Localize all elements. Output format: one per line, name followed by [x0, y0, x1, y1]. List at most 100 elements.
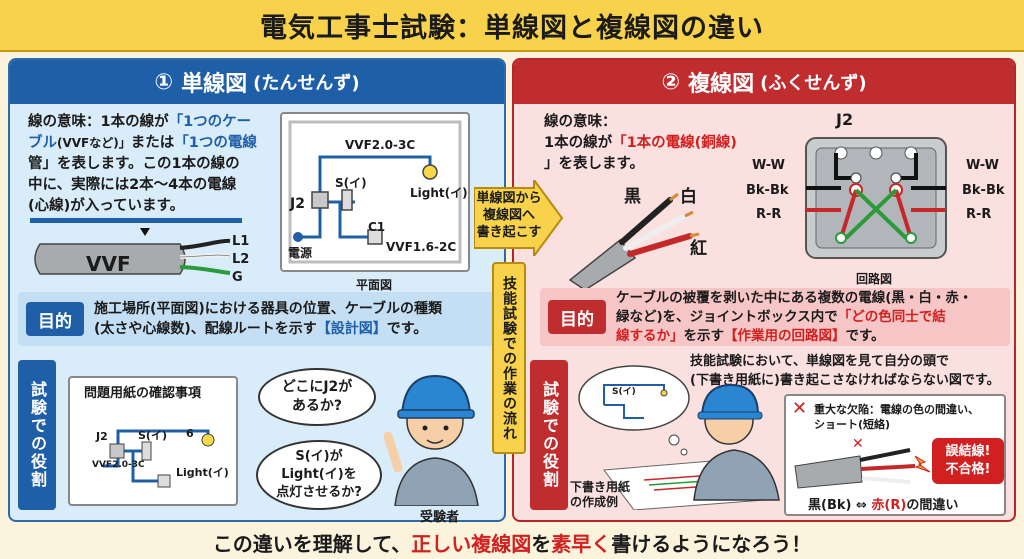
single-line-meaning: 線の意味：1本の線が「1つのケー ブル(VVFなど)」または「1つの電線 管」を… [28, 112, 278, 217]
exam-check-wiring [103, 429, 215, 488]
multi-line-header: ② 複線図 (ふくせんず) [514, 60, 1014, 104]
bubble-text: S(イ)が [295, 449, 343, 464]
purpose-highlight: 線するか」 [616, 327, 684, 344]
flow-arrow [474, 180, 564, 256]
meaning-highlight: 「1つの電線 [174, 135, 257, 151]
junction-ww-right: W-W [966, 158, 999, 173]
vvf-cable-illustration [30, 218, 242, 275]
purpose-tag: 目的 [548, 300, 606, 334]
meaning-text: 」を表します。 [544, 156, 645, 172]
single-line-purpose: 目的 施工場所(平面図)における器具の位置、ケーブルの種類 (太さや心線数)、配… [18, 292, 496, 346]
purpose-text: 緑など)を、ジョイントボックス内で [616, 308, 838, 325]
defect-line: ショート(短絡) [814, 418, 891, 431]
purpose-tag: 目的 [26, 302, 84, 336]
multi-line-purpose: 目的 ケーブルの被覆を剥いた中にある複数の電線(黒・白・赤・ 緑など)を、ジョイ… [540, 288, 1010, 346]
role-text: 技能試験において、単線図を見て自分の頭で [690, 354, 949, 369]
meaning-text: 中に、実際には2本〜4本の電線 [28, 177, 237, 193]
svg-text:✕: ✕ [852, 436, 864, 452]
check-six: 6 [186, 427, 194, 440]
purpose-text: です。 [845, 327, 885, 344]
plan-vvf-top: VVF2.0-3C [345, 138, 416, 152]
meaning-highlight: ブル [28, 135, 57, 151]
error-badge: 誤結線! 不合格! [932, 438, 1004, 484]
meaning-highlight: 「1つのケー [168, 114, 252, 130]
copper-wires-illustration [568, 192, 700, 290]
wire-label-l1: L1 [232, 234, 250, 249]
bubble-text: あるか? [291, 398, 343, 414]
workflow-label: 技能試験での作業の流れ [492, 262, 526, 454]
junction-j2: J2 [836, 110, 854, 129]
junction-rr-left: R-R [756, 207, 782, 222]
bottom-text: を [531, 531, 552, 556]
meaning-text: 管」を表します。この1本の線の [28, 156, 240, 172]
purpose-text: (太さや心線数)、配線ルートを示す [94, 321, 317, 337]
meaning-text: (VVFなど)」 [57, 136, 131, 150]
single-line-role-label: 試験での役割 [18, 360, 56, 510]
plan-power: 電源 [288, 246, 313, 260]
bubble-text: Light(イ)を [281, 467, 357, 482]
defect-text: 重大な欠陥：電線の色の間違い、 ショート(短絡) [814, 402, 979, 432]
arrow-text: 書き起こす [476, 225, 542, 240]
thought-switch: S(イ) [612, 387, 636, 397]
plan-light: Light(イ) [410, 186, 468, 200]
single-line-header: ① 単線図 (たんせんず) [10, 60, 504, 104]
bubble-text: 点灯させるか? [276, 485, 362, 500]
wire-label-l2: L2 [232, 252, 250, 267]
draft-caption: 下書き用紙 の作成例 [570, 480, 630, 510]
header-number: ① [154, 69, 174, 95]
speech-bubble-switch: S(イ)が Light(イ)を点灯させるか? [256, 440, 382, 510]
plan-caption: 平面図 [356, 278, 393, 292]
drafting-illustration [578, 365, 780, 510]
junction-bkbk-left: Bk-Bk [746, 183, 789, 198]
plan-j2: J2 [290, 196, 305, 212]
role-text: (下書き用紙に)書き起こさなければならない図です。 [690, 373, 1000, 388]
check-j2: J2 [96, 430, 108, 443]
draft-text: 下書き用紙 [570, 480, 631, 494]
header-title: 単線図 [181, 72, 248, 97]
meaning-text: (心線)が入っています。 [28, 198, 185, 214]
multi-line-role-label: 試験での役割 [530, 360, 568, 510]
defect-line: 重大な欠陥：電線の色の間違い、 [814, 403, 979, 416]
flow-arrow-label: 単線図から 複線図へ 書き起こす [474, 190, 544, 241]
meaning-text: 1本の線が [544, 135, 613, 151]
meaning-text: 線の意味： [544, 114, 617, 130]
bottom-message: この違いを理解して、正しい複線図を素早く書けるようになろう！ [0, 525, 1024, 559]
check-switch: S(イ) [138, 429, 167, 442]
mistake-suffix: の間違い [906, 498, 959, 513]
error-text: 誤結線! [945, 444, 991, 459]
plan-c1: C1 [368, 220, 386, 234]
mistake-text: 黒(Bk) ⇔ 赤(R)の間違い [808, 494, 958, 513]
header-reading: (ふくせんず) [760, 73, 867, 94]
bottom-text: 書けるようになろう！ [611, 531, 812, 556]
header-reading: (たんせんず) [253, 73, 360, 94]
cross-icon: ✕ [792, 398, 808, 419]
wire-label-g: G [232, 270, 243, 285]
purpose-text: です。 [386, 321, 428, 337]
short-circuit-illustration: ✕ [794, 436, 931, 489]
draft-text: の作成例 [570, 495, 619, 509]
junction-box-diagram [805, 137, 947, 259]
junction-bkbk-right: Bk-Bk [962, 183, 1005, 198]
junction-rr-right: R-R [966, 207, 992, 222]
purpose-highlight: 【設計図】 [316, 321, 387, 337]
purpose-text: 施工場所(平面図)における器具の位置、ケーブルの種類 [94, 301, 442, 317]
examinee-illustration [383, 374, 479, 506]
bottom-highlight: 素早く [551, 531, 612, 556]
speech-bubble-j2: どこにJ2があるか? [258, 368, 376, 426]
circuit-caption: 回路図 [856, 272, 893, 286]
examinee-label: 受験者 [420, 510, 460, 525]
arrow-text: 単線図から [476, 191, 542, 206]
plan-wiring [288, 120, 462, 264]
bubble-text: どこにJ2が [281, 379, 353, 395]
mistake-black: 黒(Bk) [808, 498, 852, 513]
purpose-text: ケーブルの被覆を剥いた中にある複数の電線(黒・白・赤・ [616, 289, 973, 306]
meaning-text: または [130, 135, 175, 151]
error-text: 不合格! [945, 462, 991, 477]
vvf-label: VVF [86, 252, 131, 276]
meaning-highlight: 「1本の電線(銅線) [612, 135, 737, 151]
bottom-highlight: 正しい複線図 [411, 531, 532, 556]
header-number: ② [661, 69, 681, 95]
wire-label-white: 白 [680, 187, 697, 207]
wire-label-black: 黒 [624, 187, 641, 207]
check-vvf: VVF2.0-3C [92, 460, 145, 470]
